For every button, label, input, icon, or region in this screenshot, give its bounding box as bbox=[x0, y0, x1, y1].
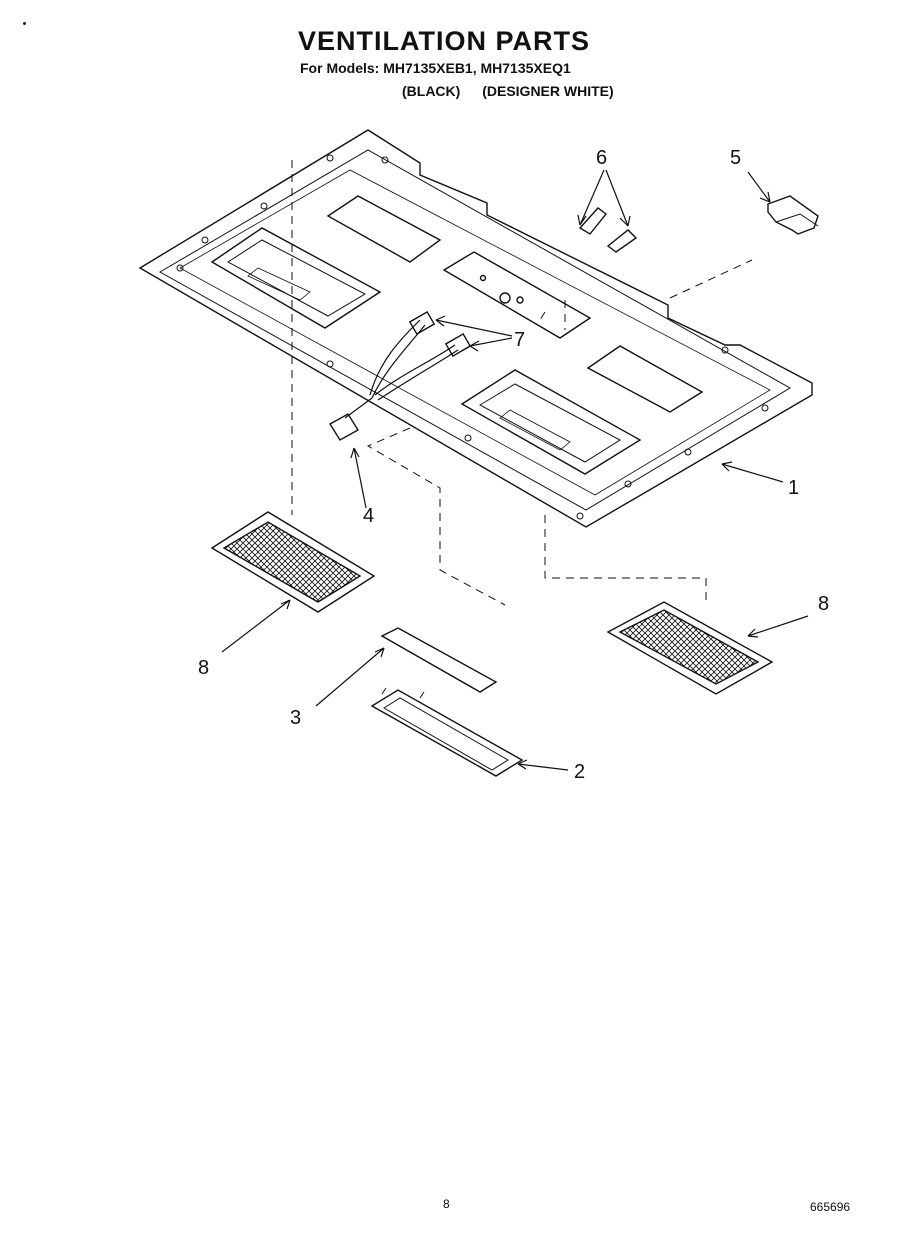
callout-7: 7 bbox=[514, 329, 525, 351]
document-number: 665696 bbox=[810, 1200, 851, 1214]
callout-6: 6 bbox=[596, 147, 607, 169]
callout-8-right: 8 bbox=[818, 593, 829, 615]
variant-designer-white: (DESIGNER WHITE) bbox=[482, 83, 614, 99]
callout-8-left: 8 bbox=[198, 657, 209, 679]
screws bbox=[578, 207, 638, 253]
variant-black: (BLACK) bbox=[402, 83, 461, 99]
charcoal-filter-right bbox=[606, 601, 774, 695]
damper-bracket bbox=[767, 195, 819, 235]
charcoal-filter-left bbox=[210, 511, 376, 613]
wire-harness bbox=[329, 310, 472, 441]
models-line: For Models: MH7135XEB1, MH7135XEQ1 bbox=[300, 60, 571, 76]
callout-4: 4 bbox=[363, 505, 374, 527]
page-title: VENTILATION PARTS bbox=[298, 26, 590, 56]
callout-2: 2 bbox=[574, 761, 585, 783]
light-cover bbox=[370, 687, 524, 777]
callout-3: 3 bbox=[290, 707, 301, 729]
callout-5: 5 bbox=[730, 147, 741, 169]
stray-mark bbox=[23, 22, 26, 25]
model-variants: (BLACK) (DESIGNER WHITE) bbox=[402, 83, 614, 99]
callout-1: 1 bbox=[788, 477, 799, 499]
leader-lines bbox=[221, 169, 809, 771]
vent-grille-plate bbox=[138, 129, 813, 528]
page-number: 8 bbox=[443, 1197, 450, 1211]
light-lens bbox=[380, 627, 498, 693]
assembly-lines bbox=[291, 160, 753, 606]
